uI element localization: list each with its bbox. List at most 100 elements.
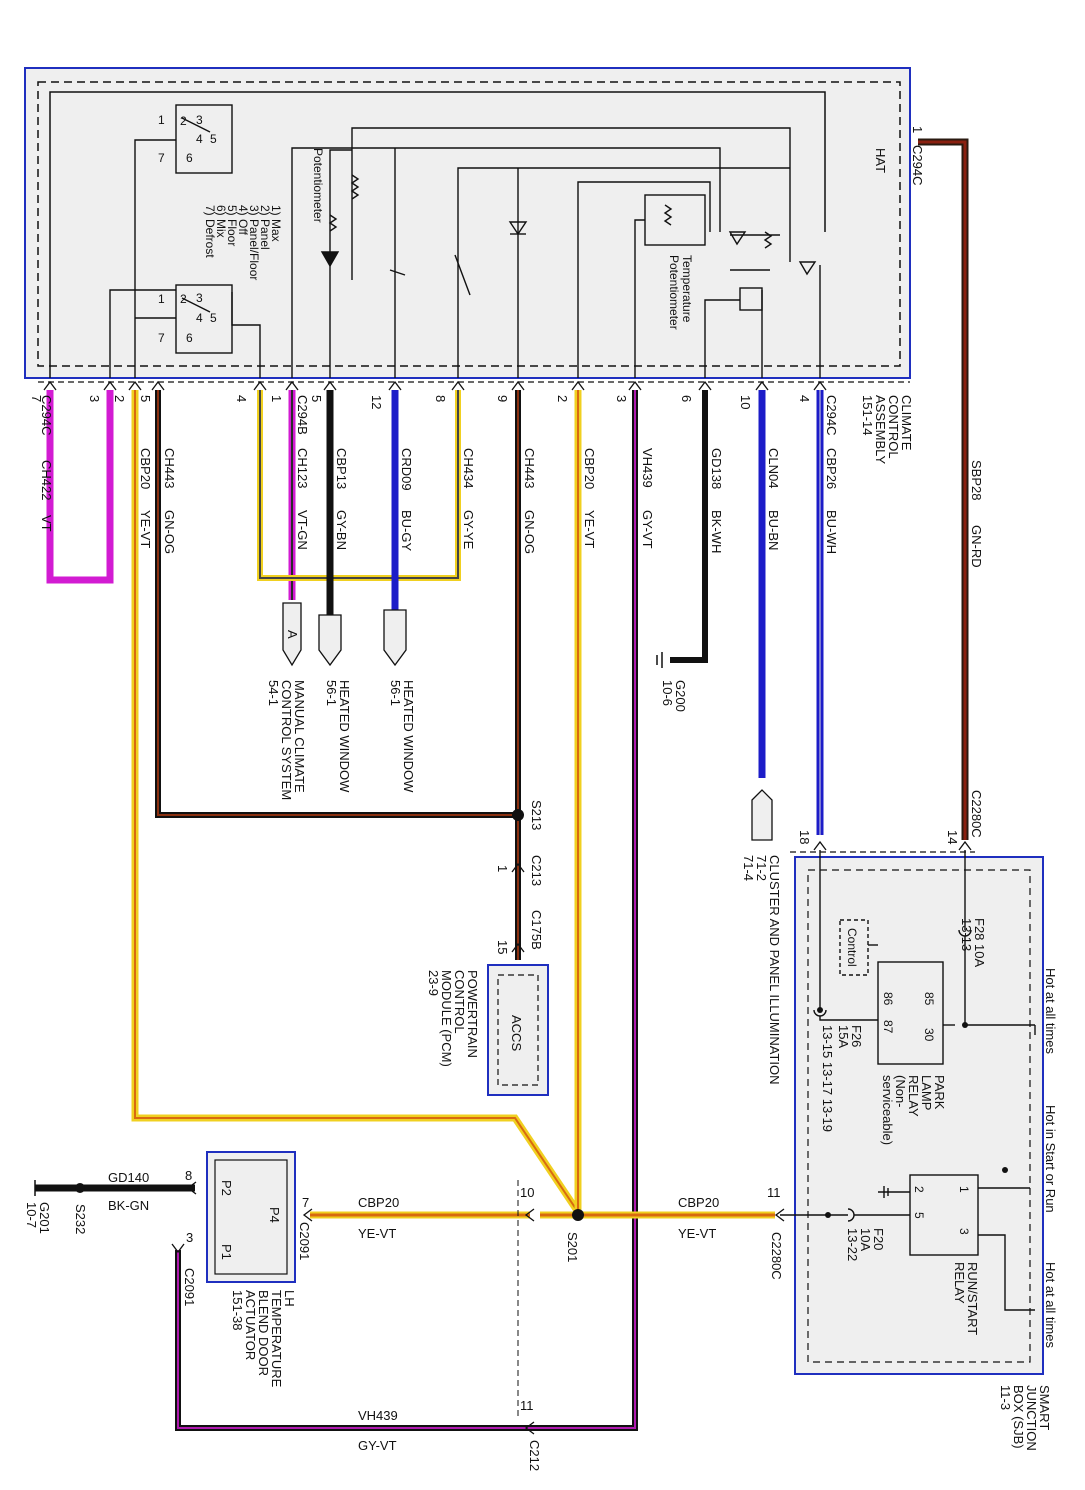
pin-12-label: 12 [369,395,384,409]
park-relay-1: PARK [932,1075,947,1110]
c2091-pin-8: 8 [185,1168,192,1183]
sbp28-color: GN-RD [969,525,984,568]
climate-internal-wiring [109,104,821,378]
hot-label-2: Hot in Start or Run [1043,1105,1058,1213]
c2280c-pin-14: 14 [945,830,960,844]
ch434-color: GY-YE [461,510,476,550]
sw1-pin-5: 5 [210,132,217,146]
cluster-ref-1: 71-2 [754,855,769,881]
relay-85: 85 [922,992,936,1006]
sjb-title: SMART JUNCTION BOX (SJB) 11-3 [998,1385,1052,1451]
actuator-p4: P4 [267,1207,282,1223]
g201-label: G201 [37,1202,52,1234]
climate-inner-dash [37,81,901,367]
pcm-module: ACCS POWERTRAIN CONTROL MODULE (PCM) 23-… [426,964,549,1096]
c294c-top-pin: 1 [910,126,925,133]
c2280c-pin-11: 11 [767,1185,781,1200]
manual-climate-2: CONTROL SYSTEM [279,680,294,800]
pcm-label-2: CONTROL [452,970,467,1034]
mode-legend-6: 6) Mix [214,205,228,238]
cbp13-color: GY-BN [334,510,349,550]
cbp20-left-color: YE-VT [138,510,153,548]
climate-control-assembly [24,67,911,379]
ch123-color: VT-GN [295,510,310,550]
pin-arrows [38,380,910,391]
climate-title-4: 151-14 [860,395,875,435]
run-relay-1: RUN/START [965,1262,980,1335]
c294c-bottom-right: C294C [824,395,839,435]
pin-4b-label: 4 [797,395,812,402]
climate-title-1: CLIMATE [899,395,914,451]
mode-legend-1: 1) Max [269,205,283,242]
c2091-top: C2091 [297,1222,312,1260]
bkgn-label: BK-GN [108,1198,149,1213]
sw1-pin-7: 7 [158,151,165,165]
wire-gd138 [670,390,708,663]
accs-label: ACCS [509,1015,524,1051]
c2280c-bottom: C2280C [769,1232,784,1280]
c212-pin: 11 [520,1398,534,1413]
actuator-label-3: BLEND DOOR [256,1290,271,1376]
ch422-color: VT [39,515,54,532]
gd138-circuit: GD138 [709,448,724,489]
climate-title-3: ASSEMBLY [873,395,888,464]
c294c-bottom-left: C294C [39,395,54,435]
mode-legend-3: 3) Panel/Floor [247,205,261,280]
cln04-circuit: CLN04 [766,448,781,488]
gyvt-label: GY-VT [358,1438,397,1453]
c213-pin: 1 [495,865,510,872]
hw2-label: HEATED WINDOW [401,680,416,793]
actuator-label-5: 151-38 [230,1290,245,1330]
pin-9-label: 9 [495,395,510,402]
pin-10-label: 10 [738,395,753,409]
sw2-pin-1: 1 [158,292,165,306]
s213-label: S213 [529,800,544,830]
sjb-title-3: BOX (SJB) [1011,1385,1026,1449]
sw2-pin-2: 2 [180,292,187,306]
connector-heated-window-2: HEATED WINDOW 56-1 [383,609,416,793]
actuator-p2: P2 [219,1180,234,1196]
pin-2b-label: 2 [555,395,570,402]
pin-2-label: 2 [112,395,127,402]
relay-30: 30 [922,1028,936,1042]
run-pin-1: 1 [957,1186,971,1193]
wire-sbp28 [918,138,969,840]
ch443-left-circuit: CH443 [162,448,177,488]
f28-ref: 13-13 [959,918,974,951]
g200-ref: 10-6 [660,680,675,706]
c2091-bottom-pin: 3 [186,1230,193,1245]
ch443-color: GN-OG [522,510,537,554]
cbp20-color: YE-VT [582,510,597,548]
hat-label: HAT [873,148,888,173]
ch434-circuit: CH434 [461,448,476,488]
park-relay-5: serviceable) [880,1075,895,1145]
wire-ch422 [46,390,114,584]
mode-legend-4: 4) Off [236,205,250,235]
ch443-left-color: GN-OG [162,510,177,554]
connector-a: A MANUAL CLIMATE CONTROL SYSTEM 54-1 [266,602,307,800]
pin-4-label: 4 [234,395,249,402]
connector-heated-window-1: HEATED WINDOW 56-1 [318,614,352,793]
f26-label: F26 [849,1025,864,1047]
c175b-label: C175B [529,910,544,950]
bottom-connectors [171,1181,785,1435]
sw2-pin-7: 7 [158,331,165,345]
run-pin-3: 3 [957,1228,971,1235]
s232-label: S232 [73,1204,88,1234]
relay-86: 86 [881,992,895,1006]
f26-amp: 15A [836,1025,851,1048]
sw2-pin-5: 5 [210,311,217,325]
cbp13-circuit: CBP13 [334,448,349,489]
sjb-title-4: 11-3 [998,1385,1013,1410]
c213-label: C213 [529,855,544,886]
connector-cluster: CLUSTER AND PANEL ILLUMINATION 71-2 71-4 [741,789,782,1084]
pin-5-label: 5 [138,395,153,402]
mode-switch-pins: 1 2 3 4 5 6 7 1 2 3 4 5 6 7 [158,113,217,345]
sw1-pin-1: 1 [158,113,165,127]
hw1-ref: 56-1 [324,680,339,706]
crd09-circuit: CRD09 [399,448,414,491]
run-relay-2: RELAY [952,1262,967,1304]
wires [35,138,969,1431]
ch422-label: CH422 [39,460,54,500]
